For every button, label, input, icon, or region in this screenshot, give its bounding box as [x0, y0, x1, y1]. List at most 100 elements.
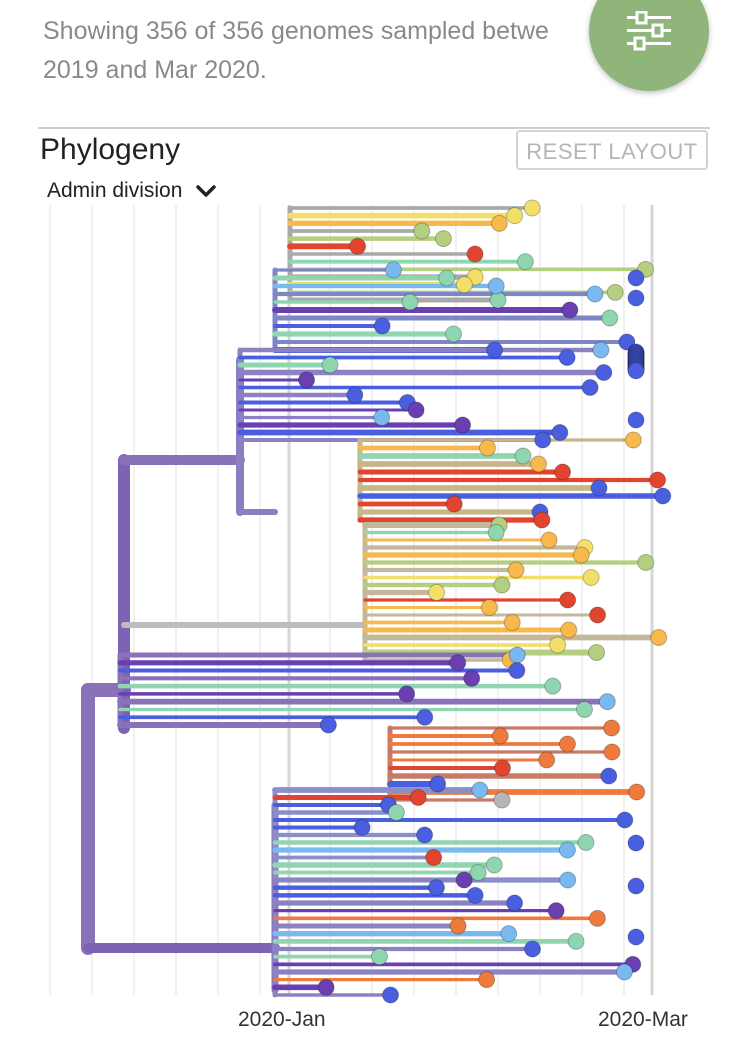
- tree-tip[interactable]: [581, 379, 599, 396]
- tree-tip[interactable]: [491, 727, 509, 745]
- tree-tip[interactable]: [493, 576, 511, 594]
- tree-tip[interactable]: [466, 245, 484, 263]
- tree-tip[interactable]: [466, 886, 484, 904]
- tree-tip[interactable]: [582, 569, 600, 586]
- tree-tip[interactable]: [628, 783, 646, 801]
- tree-tip[interactable]: [603, 743, 621, 761]
- tree-tip[interactable]: [346, 386, 364, 404]
- tree-tip[interactable]: [616, 811, 634, 829]
- tree-tip[interactable]: [627, 411, 645, 429]
- tree-tip[interactable]: [559, 591, 577, 609]
- tree-tip[interactable]: [469, 864, 487, 881]
- tree-tip[interactable]: [558, 841, 576, 859]
- tree-tip[interactable]: [478, 971, 496, 989]
- tree-tip[interactable]: [508, 662, 526, 680]
- tree-tip[interactable]: [317, 978, 335, 996]
- tree-tip[interactable]: [554, 463, 572, 481]
- tree-tip[interactable]: [487, 524, 505, 541]
- tree-tip[interactable]: [549, 636, 567, 654]
- tree-tip[interactable]: [507, 561, 525, 579]
- tree-tip[interactable]: [489, 291, 507, 309]
- tree-tip[interactable]: [606, 283, 624, 301]
- tree-tip[interactable]: [413, 222, 431, 240]
- tree-tip[interactable]: [506, 894, 524, 912]
- tree-tip[interactable]: [654, 487, 672, 505]
- tree-tip[interactable]: [429, 775, 447, 793]
- tree-tip[interactable]: [449, 917, 467, 935]
- tree-tip[interactable]: [480, 599, 498, 616]
- tree-tip[interactable]: [493, 791, 511, 809]
- tree-tip[interactable]: [558, 349, 576, 366]
- tree-tip[interactable]: [503, 614, 521, 631]
- tree-tip[interactable]: [382, 986, 400, 1004]
- tree-tip[interactable]: [384, 261, 402, 279]
- tree-tip[interactable]: [471, 781, 489, 799]
- tree-tip[interactable]: [516, 253, 534, 271]
- tree-tip[interactable]: [603, 719, 621, 737]
- tree-tip[interactable]: [588, 909, 606, 927]
- tree-tip[interactable]: [428, 584, 446, 601]
- tree-tip[interactable]: [500, 925, 518, 943]
- tree-tip[interactable]: [560, 621, 578, 639]
- tree-tip[interactable]: [561, 301, 579, 319]
- tree-tip[interactable]: [586, 285, 604, 303]
- tree-tip[interactable]: [559, 871, 577, 889]
- color-by-dropdown[interactable]: Admin division: [47, 177, 217, 205]
- tree-tip[interactable]: [478, 439, 496, 457]
- tree-tip[interactable]: [493, 759, 511, 777]
- tree-tip[interactable]: [353, 819, 371, 836]
- tree-tip[interactable]: [455, 276, 473, 294]
- tree-tip[interactable]: [577, 834, 595, 851]
- tree-tip[interactable]: [445, 325, 463, 343]
- tree-tip[interactable]: [373, 409, 391, 426]
- tree-tip[interactable]: [490, 214, 508, 232]
- tree-tip[interactable]: [434, 230, 452, 248]
- tree-tip[interactable]: [627, 289, 645, 307]
- tree-tip[interactable]: [523, 199, 541, 217]
- tree-tip[interactable]: [487, 277, 505, 295]
- tree-tip[interactable]: [445, 495, 463, 513]
- tree-tip[interactable]: [551, 424, 569, 441]
- phylogeny-tree[interactable]: [0, 195, 749, 1005]
- tree-tip[interactable]: [592, 341, 610, 359]
- tree-tip[interactable]: [533, 511, 551, 529]
- tree-tip[interactable]: [455, 871, 473, 889]
- tree-tip[interactable]: [615, 963, 633, 981]
- tree-tip[interactable]: [547, 902, 565, 920]
- tree-tip[interactable]: [637, 554, 655, 571]
- tree-tips[interactable]: [298, 199, 672, 1004]
- tree-tip[interactable]: [589, 606, 607, 624]
- tree-tip[interactable]: [463, 669, 481, 687]
- tree-tip[interactable]: [575, 700, 593, 718]
- tree-tip[interactable]: [319, 716, 337, 734]
- tree-tip[interactable]: [534, 431, 552, 449]
- tree-tip[interactable]: [398, 685, 416, 703]
- tree-tip[interactable]: [540, 531, 558, 549]
- tree-tip[interactable]: [588, 644, 606, 661]
- tree-tip[interactable]: [416, 708, 434, 726]
- tree-tip[interactable]: [454, 416, 472, 434]
- tree-tip[interactable]: [572, 546, 590, 564]
- tree-tip[interactable]: [544, 677, 562, 695]
- tree-tip[interactable]: [373, 317, 391, 335]
- tree-tip[interactable]: [538, 751, 556, 769]
- tree-tip[interactable]: [387, 804, 405, 821]
- tree-tip[interactable]: [407, 401, 425, 419]
- tree-tip[interactable]: [449, 654, 467, 672]
- tree-tip[interactable]: [321, 356, 339, 374]
- tree-tip[interactable]: [627, 362, 645, 380]
- tree-tip[interactable]: [627, 834, 645, 852]
- filter-button[interactable]: [589, 0, 709, 91]
- tree-tip[interactable]: [508, 646, 526, 664]
- tree-tip[interactable]: [523, 940, 541, 958]
- tree-tip[interactable]: [425, 849, 443, 866]
- tree-tip[interactable]: [349, 237, 367, 255]
- tree-tip[interactable]: [624, 431, 642, 449]
- tree-tip[interactable]: [486, 341, 504, 359]
- tree-tip[interactable]: [370, 948, 388, 966]
- tree-tip[interactable]: [514, 447, 532, 465]
- tree-tip[interactable]: [438, 269, 456, 287]
- tree-tip[interactable]: [416, 826, 434, 844]
- tree-tip[interactable]: [506, 207, 524, 225]
- tree-tip[interactable]: [485, 856, 503, 874]
